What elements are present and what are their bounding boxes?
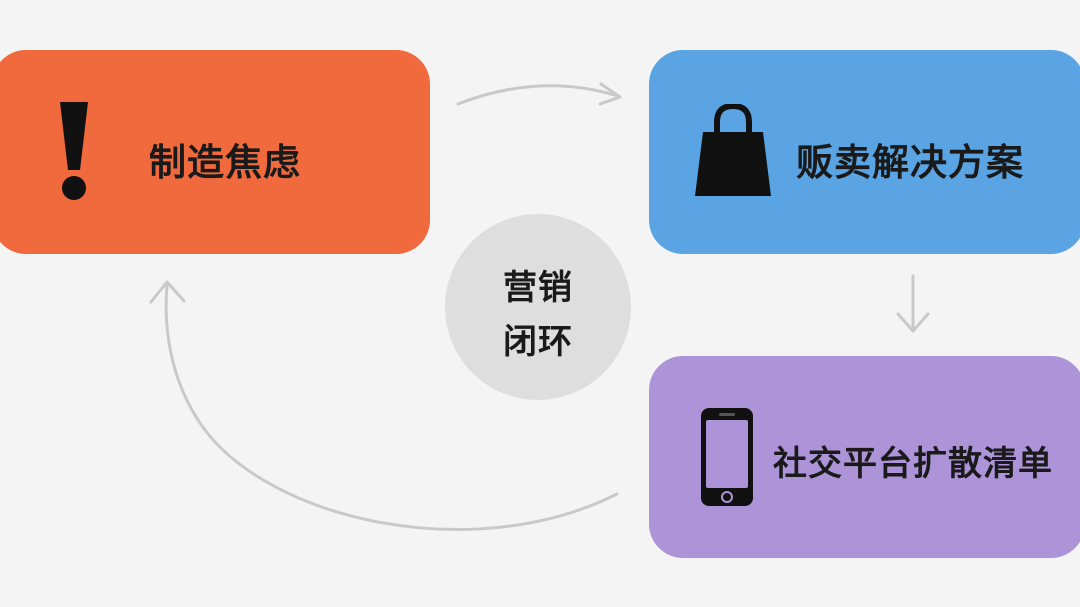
exclamation-icon bbox=[60, 102, 88, 200]
center-label-line1: 营销 bbox=[503, 268, 573, 308]
node-social-spread: 社交平台扩散清单 bbox=[649, 356, 1080, 558]
node-label: 贩卖解决方案 bbox=[796, 141, 1024, 184]
center-label-line2: 闭环 bbox=[503, 322, 573, 362]
node-label: 制造焦虑 bbox=[149, 141, 301, 184]
center-loop-circle: 营销 闭环 bbox=[445, 214, 631, 400]
arrow-sell-to-social-head bbox=[896, 312, 930, 333]
arrow-social-to-anxiety bbox=[164, 284, 619, 531]
arrow-social-to-anxiety-head bbox=[149, 280, 186, 304]
node-label: 社交平台扩散清单 bbox=[773, 444, 1053, 484]
shopping-bag-icon bbox=[695, 104, 771, 196]
smartphone-icon bbox=[701, 408, 753, 506]
node-create-anxiety: 制造焦虑 bbox=[0, 50, 430, 254]
arrow-anxiety-to-sell-head bbox=[598, 82, 622, 106]
arrow-anxiety-to-sell bbox=[456, 84, 620, 106]
node-sell-solution: 贩卖解决方案 bbox=[649, 50, 1080, 254]
